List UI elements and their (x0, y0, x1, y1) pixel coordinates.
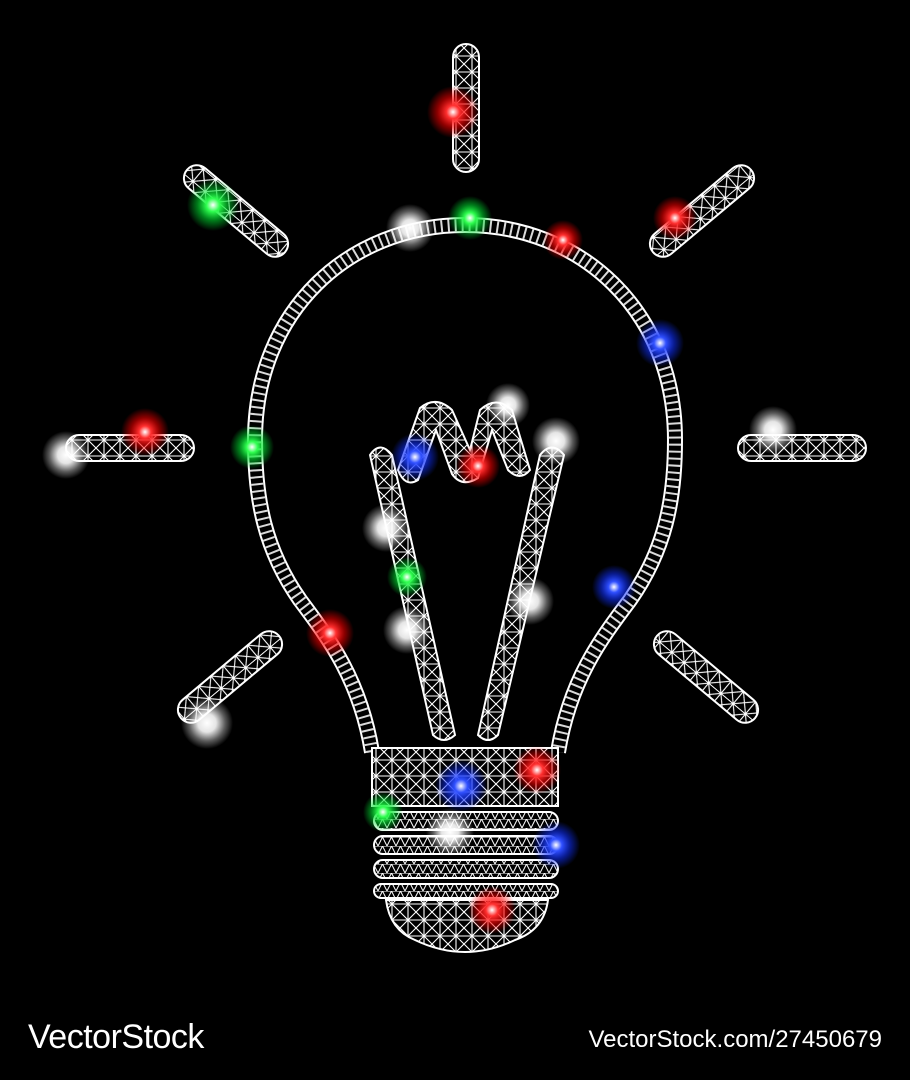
ray-bottom-right (652, 630, 760, 724)
flare-dot (383, 606, 431, 654)
flare-dot (636, 319, 684, 367)
flare-dot (387, 557, 427, 597)
flare-dot (391, 433, 439, 481)
flare-dot (230, 425, 274, 469)
flare-dot (448, 196, 492, 240)
flare-dot (426, 808, 474, 856)
flare-dot (363, 792, 403, 832)
flare-dots (42, 86, 797, 934)
flare-dot (181, 697, 233, 749)
flare-dot (653, 196, 697, 240)
flare-dot (456, 444, 500, 488)
flare-dot (532, 417, 580, 465)
flare-dot (427, 86, 479, 138)
flare-dot (42, 431, 90, 479)
flare-dot (749, 406, 797, 454)
flare-dot (506, 577, 554, 625)
flare-dot (435, 760, 487, 812)
flare-dot (386, 204, 434, 252)
watermark-stock-id: VectorStock.com/27450679 (588, 1026, 882, 1053)
light-rays (65, 43, 867, 724)
flare-dot (532, 821, 580, 869)
flare-dot (121, 408, 169, 456)
flare-dot (592, 565, 636, 609)
flare-dot (513, 746, 561, 794)
flare-dot (486, 383, 530, 427)
bulb-glass (246, 216, 684, 754)
flare-dot (187, 179, 239, 231)
watermark-logo: VectorStock (28, 1018, 204, 1056)
flare-dot (306, 609, 354, 657)
flare-dot (468, 886, 516, 934)
flare-dot (362, 504, 410, 552)
flare-dot (543, 220, 583, 260)
watermark-bar (0, 1000, 910, 1080)
